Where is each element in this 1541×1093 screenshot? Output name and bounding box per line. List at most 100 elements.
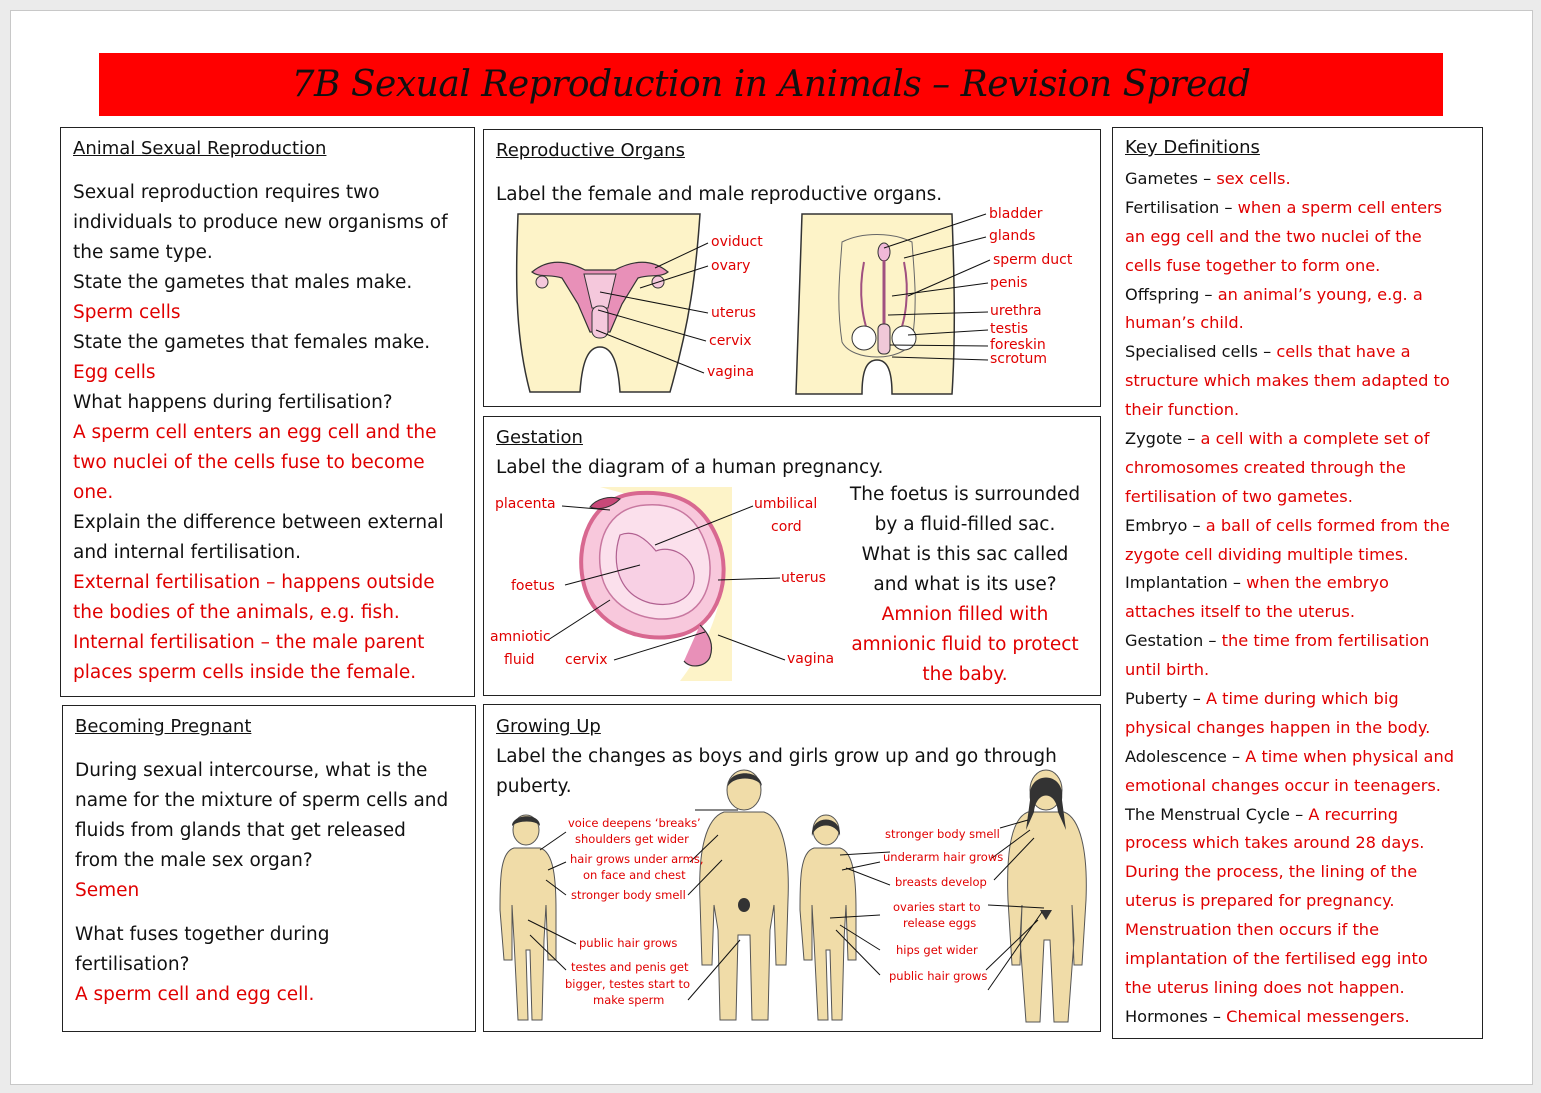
label-foetus: foetus <box>511 578 555 594</box>
definition-text: until birth. <box>1125 660 1210 680</box>
becoming-pregnant-heading: Becoming Pregnant <box>75 716 252 737</box>
label-oviduct: oviduct <box>711 234 763 250</box>
definition-line: an egg cell and the two nuclei of the <box>1125 223 1475 252</box>
label-placenta: placenta <box>495 496 556 512</box>
text-line: name for the mixture of sperm cells and <box>75 790 449 811</box>
text-line: the bodies of the animals, e.g. fish. <box>73 602 400 623</box>
growing-up-instruction-line: puberty. <box>496 776 572 797</box>
label-girl-body-smell: stronger body smell <box>885 827 1000 841</box>
page-title: 7B Sexual Reproduction in Animals – Revi… <box>291 64 1251 105</box>
definition-line: structure which makes them adapted to <box>1125 367 1475 396</box>
gestation-question-line: and what is its use? <box>873 574 1057 595</box>
definition-text: an egg cell and the two nuclei of the <box>1125 226 1422 246</box>
label-cervix-gestation: cervix <box>565 652 608 668</box>
definition-term: Fertilisation – <box>1125 197 1238 217</box>
gestation-question-line: The foetus is surrounded <box>849 484 1081 505</box>
label-testes-2: bigger, testes start to <box>565 977 691 991</box>
definition-text: cells that have a <box>1276 342 1411 362</box>
definition-text: the uterus lining does not happen. <box>1125 977 1405 997</box>
growing-up-panel <box>483 704 1101 1032</box>
definition-term: The Menstrual Cycle – <box>1125 804 1309 824</box>
label-shoulders-wider: shoulders get wider <box>575 832 689 846</box>
definition-text: attaches itself to the uterus. <box>1125 602 1355 622</box>
text-line: What happens during fertilisation? <box>73 392 393 413</box>
label-breasts-develop: breasts develop <box>895 875 987 889</box>
definition-term: Adolescence – <box>1125 746 1246 766</box>
definition-text: emotional changes occur in teenagers. <box>1125 775 1441 795</box>
definition-line: the uterus lining does not happen. <box>1125 974 1475 1003</box>
definition-line: implantation of the fertilised egg into <box>1125 945 1475 974</box>
definition-term: Gametes – <box>1125 169 1217 188</box>
gestation-question-line: by a fluid-filled sac. <box>874 514 1056 535</box>
text-line: Sperm cells <box>73 302 181 323</box>
definition-line: Hormones – Chemical messengers. <box>1125 1003 1475 1032</box>
key-definitions-list: Gametes – sex cells.Fertilisation – when… <box>1125 165 1475 1032</box>
label-voice-deepens: voice deepens ‘breaks’ <box>568 816 701 830</box>
text-line: places sperm cells inside the female. <box>73 662 417 683</box>
definition-text: Chemical messengers. <box>1226 1006 1410 1026</box>
definition-line: cells fuse together to form one. <box>1125 252 1475 281</box>
text-line: State the gametes that males make. <box>73 272 413 293</box>
definition-text: fertilisation of two gametes. <box>1125 486 1353 506</box>
definition-line: uterus is prepared for pregnancy. <box>1125 887 1475 916</box>
label-fluid: fluid <box>504 652 535 668</box>
text-line: Explain the difference between external <box>73 512 444 533</box>
text-line: from the male sex organ? <box>75 850 313 871</box>
definition-term: Embryo – <box>1125 515 1206 535</box>
gestation-question-line: What is this sac called <box>861 544 1069 565</box>
definition-text: A recurring <box>1308 804 1399 824</box>
definition-text: A time when physical and <box>1245 746 1454 766</box>
gestation-instruction: Label the diagram of a human pregnancy. <box>496 457 884 478</box>
label-testis: testis <box>990 321 1029 337</box>
label-girl-pubic-hair: public hair grows <box>889 969 988 983</box>
definition-term: Offspring – <box>1125 284 1218 304</box>
female-reproductive-diagram <box>515 213 701 393</box>
definition-text: A time during which big <box>1205 689 1399 709</box>
growing-up-instruction-line: Label the changes as boys and girls grow… <box>496 746 1057 767</box>
definition-text: chromosomes created through the <box>1125 457 1406 477</box>
label-scrotum: scrotum <box>990 351 1048 367</box>
label-testes-1: testes and penis get <box>571 960 689 974</box>
definition-term: Hormones – <box>1125 1006 1227 1026</box>
label-cord: cord <box>771 519 802 535</box>
definition-text: structure which makes them adapted to <box>1125 371 1450 391</box>
gestation-heading: Gestation <box>496 427 583 448</box>
text-line: the same type. <box>73 242 213 263</box>
growing-up-instruction: Label the changes as boys and girls grow… <box>496 742 1057 802</box>
definition-line: Gestation – the time from fertilisation <box>1125 627 1475 656</box>
definition-line: their function. <box>1125 396 1475 425</box>
label-glands: glands <box>989 228 1036 244</box>
text-line: Internal fertilisation – the male parent <box>73 632 425 653</box>
animal-sexual-reproduction-panel <box>60 127 475 697</box>
definition-term: Puberty – <box>1125 689 1206 709</box>
text-line: and internal fertilisation. <box>73 542 302 563</box>
animal-sexual-reproduction-heading: Animal Sexual Reproduction <box>73 138 327 159</box>
key-definitions-panel <box>1112 127 1483 1039</box>
label-underarm-hair: underarm hair grows <box>883 850 1004 864</box>
gestation-answer-line: Amnion filled with <box>881 604 1049 625</box>
definition-text: cells fuse together to form one. <box>1125 255 1381 275</box>
definition-text: their function. <box>1125 400 1240 420</box>
definition-text: the time from fertilisation <box>1221 631 1430 651</box>
text-line: one. <box>73 482 114 503</box>
label-boy-pubic-hair: public hair grows <box>579 936 678 950</box>
label-penis: penis <box>990 275 1028 291</box>
definition-line: zygote cell dividing multiple times. <box>1125 541 1475 570</box>
definition-term: Zygote – <box>1125 429 1201 449</box>
label-umbilical: umbilical <box>754 496 818 512</box>
gestation-answer-line: the baby. <box>922 664 1008 685</box>
definition-text: an animal’s young, e.g. a <box>1217 284 1423 304</box>
definition-line: Specialised cells – cells that have a <box>1125 338 1475 367</box>
key-definitions-heading: Key Definitions <box>1125 137 1260 158</box>
label-hair-under-arms: hair grows under arms, <box>570 852 704 866</box>
reproductive-organs-instruction: Label the female and male reproductive o… <box>496 184 943 205</box>
definition-line: Embryo – a ball of cells formed from the <box>1125 512 1475 541</box>
definition-line: Menstruation then occurs if the <box>1125 916 1475 945</box>
gestation-question: The foetus is surrounded by a fluid-fille… <box>845 480 1085 690</box>
becoming-pregnant-panel <box>62 705 476 1032</box>
label-vagina: vagina <box>707 364 755 380</box>
definition-line: attaches itself to the uterus. <box>1125 598 1475 627</box>
